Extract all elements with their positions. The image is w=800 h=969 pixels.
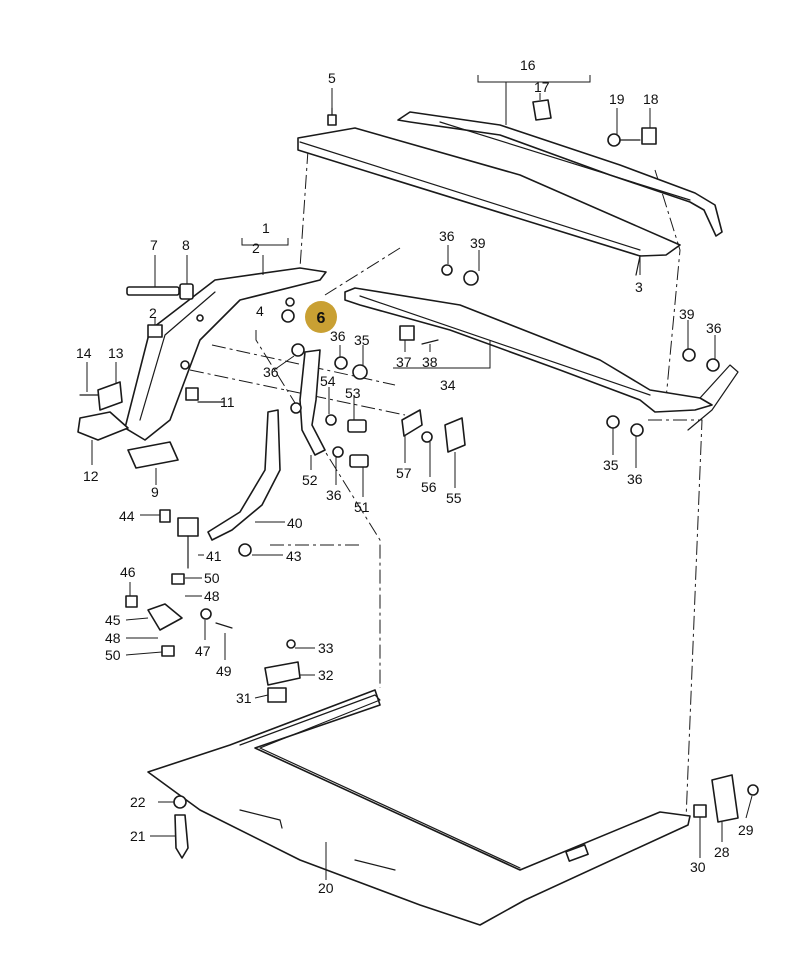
highlighted-callout-6[interactable]: 6 [305, 301, 337, 333]
callout-36: 36 [627, 471, 643, 487]
callout-51: 51 [354, 499, 370, 515]
callout-36: 36 [706, 320, 722, 336]
callout-41: 41 [206, 548, 222, 564]
callout-50: 50 [105, 647, 121, 663]
callout-11: 11 [220, 394, 235, 410]
highlight-label: 6 [317, 310, 326, 327]
callout-2: 2 [252, 240, 260, 256]
callout-19: 19 [609, 91, 625, 107]
callout-55: 55 [446, 490, 462, 506]
callout-21: 21 [130, 828, 146, 844]
callout-28: 28 [714, 844, 730, 860]
callout-56: 56 [421, 479, 437, 495]
callout-22: 22 [130, 794, 146, 810]
callout-20: 20 [318, 880, 334, 896]
nut-part-6 [281, 297, 295, 323]
hardware-parts [77, 99, 759, 859]
callout-39: 39 [679, 306, 695, 322]
callout-50: 50 [204, 570, 220, 586]
cross-rail-part-34 [344, 287, 739, 431]
callout-1: 1 [262, 220, 270, 236]
callout-5: 5 [328, 70, 336, 86]
spoiler-panel-part-3 [297, 127, 681, 276]
callout-40: 40 [287, 515, 303, 531]
callout-47: 47 [195, 643, 211, 659]
callout-37: 37 [396, 354, 412, 370]
callout-17: 17 [534, 79, 550, 95]
seal-strip-part-16 [397, 111, 723, 237]
leader-lines [86, 75, 753, 880]
callout-3: 3 [635, 279, 643, 295]
callout-14: 14 [76, 345, 92, 361]
callout-46: 46 [120, 564, 136, 580]
callout-48: 48 [204, 588, 220, 604]
support-strut-part-40 [207, 409, 281, 541]
callout-33: 33 [318, 640, 334, 656]
callout-36: 36 [326, 487, 342, 503]
callout-36: 36 [330, 328, 346, 344]
callout-labels: 1 2 2 3 4 5 7 8 9 11 12 13 14 16 17 18 1… [76, 57, 754, 896]
callout-13: 13 [108, 345, 124, 361]
callout-36: 36 [439, 228, 455, 244]
callout-44: 44 [119, 508, 135, 524]
callout-38: 38 [422, 354, 438, 370]
callout-7: 7 [150, 237, 158, 253]
callout-49: 49 [216, 663, 232, 679]
highlight-badge[interactable] [305, 301, 337, 333]
callout-2: 2 [149, 305, 157, 321]
callout-35: 35 [354, 332, 370, 348]
assembly-guide-lines [189, 149, 703, 821]
callout-48: 48 [105, 630, 121, 646]
callout-54: 54 [320, 373, 336, 389]
callout-30: 30 [690, 859, 706, 875]
callout-52: 52 [302, 472, 318, 488]
link-part-52 [290, 349, 326, 456]
callout-35: 35 [603, 457, 619, 473]
callout-45: 45 [105, 612, 121, 628]
callout-34: 34 [440, 377, 456, 393]
callout-29: 29 [738, 822, 754, 838]
callout-36: 36 [263, 364, 279, 380]
hood-lid-part-20 [147, 689, 691, 926]
callout-12: 12 [83, 468, 99, 484]
callout-31: 31 [236, 690, 252, 706]
callout-57: 57 [396, 465, 412, 481]
callout-4: 4 [256, 303, 264, 319]
callout-43: 43 [286, 548, 302, 564]
callout-18: 18 [643, 91, 659, 107]
callout-8: 8 [182, 237, 190, 253]
callout-9: 9 [151, 484, 159, 500]
callout-53: 53 [345, 385, 361, 401]
callout-39: 39 [470, 235, 486, 251]
callout-32: 32 [318, 667, 334, 683]
callout-16: 16 [520, 57, 536, 73]
